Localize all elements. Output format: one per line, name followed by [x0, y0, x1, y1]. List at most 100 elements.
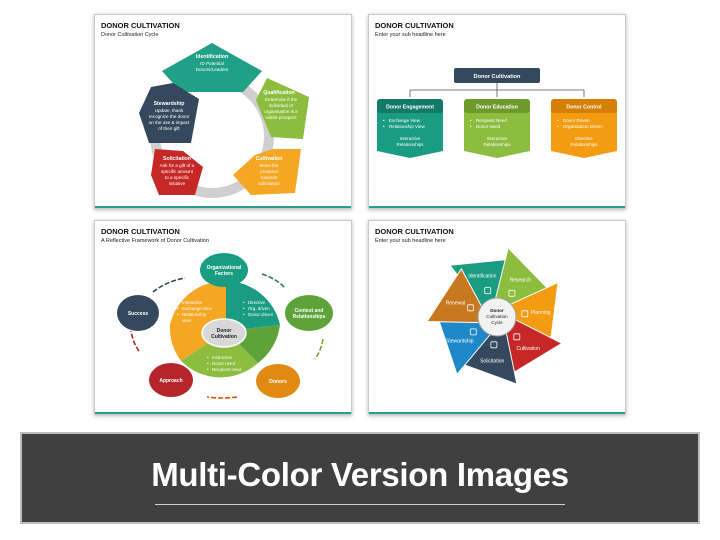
svg-text:Organizational: Organizational: [207, 265, 242, 271]
svg-text:of their gift: of their gift: [158, 126, 180, 131]
blade-icon: [467, 304, 474, 312]
svg-text:•: •: [383, 118, 385, 123]
node-donors: Donors: [256, 364, 300, 398]
svg-text:Interactive: Interactive: [400, 136, 421, 141]
svg-text:ID Potential: ID Potential: [200, 61, 224, 66]
section-banner: Multi-Color Version Images: [20, 432, 700, 524]
blade-icon: [469, 328, 477, 336]
root-node-label: Donor Cultivation: [474, 74, 522, 80]
segment-label: Stewardship: [154, 101, 185, 107]
svg-text:Relationships: Relationships: [293, 314, 326, 320]
svg-text:•: •: [243, 312, 245, 317]
svg-text:Success: Success: [128, 311, 149, 317]
slide-title: DONOR CULTIVATION: [101, 227, 180, 236]
center-node: [201, 318, 247, 348]
segment-solicitation: Solicitation Ask for a gift of a specifi…: [151, 149, 203, 195]
column-title: Donor Education: [476, 105, 518, 111]
svg-text:Donor need: Donor need: [212, 361, 236, 366]
svg-text:Directive: Directive: [248, 300, 266, 305]
svg-text:Relationships: Relationships: [396, 142, 424, 147]
svg-text:Interactive: Interactive: [182, 300, 203, 305]
svg-text:•: •: [177, 312, 179, 317]
blade-label: Stewardship: [446, 339, 474, 345]
segment-label: Qualification: [263, 90, 294, 96]
svg-text:view: view: [182, 318, 192, 323]
svg-text:•: •: [557, 118, 559, 123]
slide-thumbnail-4[interactable]: DONOR CULTIVATION Enter your sub headlin…: [368, 220, 626, 415]
svg-text:Org. driven: Org. driven: [248, 306, 270, 311]
svg-text:solicitation: solicitation: [258, 181, 280, 186]
column-donor-engagement: Donor Engagement • Exchange View • Relat…: [377, 99, 443, 158]
blade-icon: [521, 310, 529, 318]
svg-text:prospect: prospect: [260, 169, 278, 174]
slide-subtitle: Donor Cultivation Cycle: [101, 32, 159, 38]
svg-text:Ask for a gift of a: Ask for a gift of a: [160, 163, 195, 168]
node-approach: Approach: [149, 363, 193, 397]
blade-label: Solicitation: [480, 359, 504, 365]
blade-icon: [484, 287, 492, 294]
center-node: [477, 297, 517, 337]
blade-icon: [490, 341, 498, 349]
slide-title: DONOR CULTIVATION: [375, 227, 454, 236]
svg-text:Cycle: Cycle: [491, 320, 503, 325]
svg-text:Approach: Approach: [159, 378, 182, 384]
svg-text:•: •: [557, 124, 559, 129]
svg-text:Directive: Directive: [575, 136, 593, 141]
node-success: Success: [117, 295, 159, 331]
svg-text:Donor: Donor: [490, 308, 504, 313]
node-context-relationships: Context and Relationships: [285, 295, 333, 331]
svg-text:Interactive: Interactive: [487, 136, 508, 141]
svg-text:Exchange view: Exchange view: [182, 306, 212, 311]
segment-label: Solicitation: [163, 156, 191, 162]
svg-text:Exchange View: Exchange View: [389, 118, 421, 123]
segment-label: Cultivation: [256, 156, 283, 162]
svg-text:individual or: individual or: [269, 103, 294, 108]
svg-text:•: •: [207, 361, 209, 366]
slide-thumbnail-3[interactable]: DONOR CULTIVATION A Reflective Framework…: [94, 220, 352, 415]
svg-text:•: •: [207, 367, 209, 372]
column-donor-education: Donor Education • Recipient Need • Donor…: [464, 99, 530, 158]
blade-label: Research: [510, 278, 532, 284]
svg-text:initiative: initiative: [169, 181, 186, 186]
svg-text:Donor Driven: Donor Driven: [563, 118, 590, 123]
root-node: [454, 68, 540, 83]
pinwheel-cycle-diagram: IdentificationResearchPlanningCultivatio…: [426, 246, 563, 385]
svg-text:•: •: [207, 355, 209, 360]
svg-text:Donor: Donor: [217, 328, 232, 334]
slide-thumbnail-2[interactable]: DONOR CULTIVATION Enter your sub headlin…: [368, 14, 626, 209]
svg-text:•: •: [177, 300, 179, 305]
slide-subtitle: Enter your sub headline here: [375, 32, 446, 38]
blade-label: Cultivation: [517, 346, 541, 352]
slide-subtitle: Enter your sub headline here: [375, 238, 446, 244]
svg-text:Context and: Context and: [295, 308, 324, 314]
svg-text:Cultivation: Cultivation: [211, 334, 237, 340]
svg-text:•: •: [383, 124, 385, 129]
svg-text:viable prospect: viable prospect: [266, 115, 298, 120]
blade-label: Planning: [531, 310, 551, 316]
svg-text:recognize the donor: recognize the donor: [149, 114, 190, 119]
svg-text:•: •: [243, 306, 245, 311]
svg-text:Donors: Donors: [269, 379, 287, 385]
svg-text:towards: towards: [261, 175, 278, 180]
cultivation-cycle-diagram: Identification ID Potential Donors/Leade…: [139, 43, 309, 198]
org-chart-diagram: Donor Cultivation Donor Engagement • Exc…: [377, 68, 617, 158]
column-title: Donor Control: [566, 105, 602, 111]
svg-text:to a specific: to a specific: [165, 175, 190, 180]
svg-text:Relationship View: Relationship View: [389, 124, 425, 129]
blade-label: Renewal: [446, 301, 465, 307]
svg-text:•: •: [177, 306, 179, 311]
slide-subtitle: A Reflective Framework of Donor Cultivat…: [101, 238, 209, 244]
svg-text:Move the: Move the: [260, 163, 279, 168]
node-organizational-factors: Organizational Factors: [200, 253, 248, 287]
slide-thumbnail-1[interactable]: DONOR CULTIVATION Donor Cultivation Cycl…: [94, 14, 352, 209]
blade-icon: [508, 289, 516, 297]
svg-text:Donors/Leaders: Donors/Leaders: [196, 67, 229, 72]
svg-text:Recipient Need: Recipient Need: [476, 118, 507, 123]
svg-text:•: •: [470, 124, 472, 129]
segment-stewardship: Stewardship Update, thank recognize the …: [139, 83, 199, 143]
svg-text:•: •: [470, 118, 472, 123]
column-title: Donor Engagement: [386, 105, 434, 111]
reflective-framework-diagram: Donor Cultivation • Interactive • Exchan…: [117, 253, 333, 399]
segment-qualification: Qualification Determine if the individua…: [256, 78, 309, 139]
svg-text:Recipient need: Recipient need: [212, 367, 242, 372]
